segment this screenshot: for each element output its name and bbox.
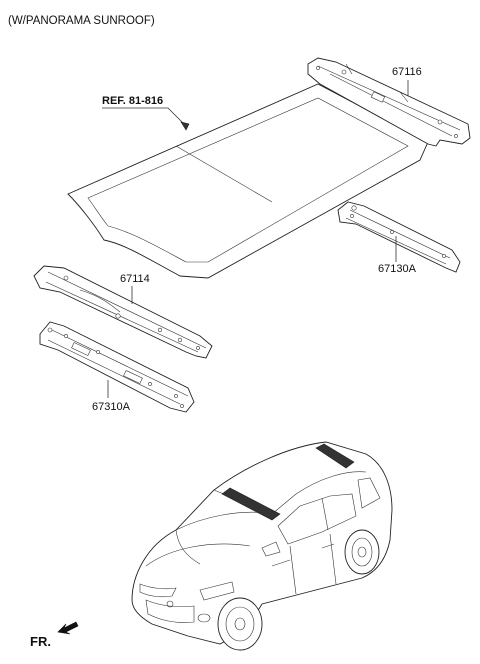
part-67114-rail — [33, 265, 213, 359]
roof-panel — [67, 83, 429, 279]
part-number-67130A: 67130A — [378, 263, 417, 275]
part-number-67310A: 67310A — [92, 401, 131, 413]
vehicle-illustration — [131, 441, 393, 651]
part-number-67116: 67116 — [392, 66, 422, 78]
front-direction-label: FR. — [30, 634, 51, 649]
part-67130A-rail — [337, 201, 461, 273]
part-67310A-panel — [39, 321, 195, 413]
part-67116-rail — [307, 57, 471, 147]
diagram-title: (W/PANORAMA SUNROOF) — [8, 15, 155, 27]
front-direction-arrow-icon — [57, 621, 79, 635]
ref-label: REF. 81-816 — [102, 95, 163, 107]
part-number-67114: 67114 — [120, 273, 150, 285]
ref-leader — [102, 107, 190, 131]
